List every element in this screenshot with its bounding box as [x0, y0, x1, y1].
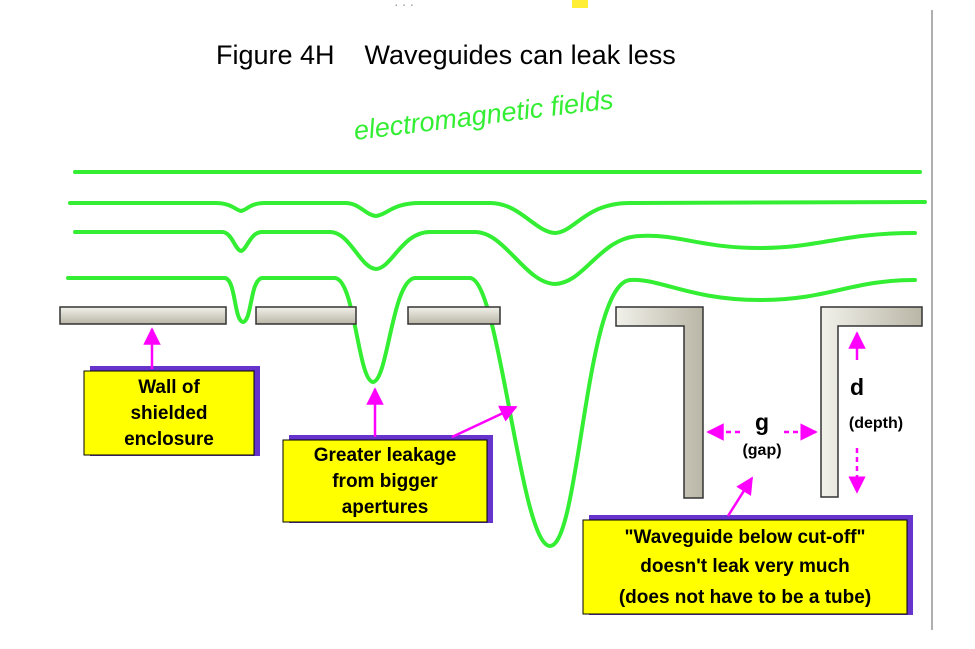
cropped-top-highlight [572, 0, 588, 8]
callout-leakage-line-2: from bigger [332, 471, 438, 492]
callout-waveguide: "Waveguide below cut-off" doesn't leak v… [582, 515, 913, 615]
callout-leakage-line-3: apertures [342, 497, 429, 518]
callout-leakage-box [282, 439, 488, 523]
callout-waveguide-box [582, 519, 908, 615]
field-line-3 [73, 230, 917, 287]
callout-wall-line-1: Wall of [138, 377, 200, 398]
field-lines [66, 170, 927, 549]
arrow-to-waveguide [726, 476, 754, 517]
callout-waveguide-line-1: "Waveguide below cut-off" [624, 527, 865, 548]
arrow-to-big-aperture [451, 405, 518, 439]
callout-wall-box [83, 370, 255, 456]
waveguide-wall-left [615, 306, 704, 499]
fields-label: electromagnetic fields [352, 84, 615, 146]
callout-wall-line-3: enclosure [124, 429, 214, 450]
depth-symbol: d [850, 374, 864, 400]
callout-leakage: Greater leakage from bigger apertures [282, 435, 493, 523]
callout-leakage-line-1: Greater leakage [314, 445, 457, 466]
gap-symbol: g [755, 409, 769, 435]
waveguide-wall-right [820, 306, 923, 498]
callout-wall-line-2: shielded [130, 403, 207, 424]
figure-title: Figure 4H Waveguides can leak less [216, 40, 676, 70]
cropped-top-fragment: . . . [395, 0, 414, 9]
field-line-4 [66, 276, 917, 549]
callout-wall: Wall of shielded enclosure [83, 366, 260, 456]
shield-wall [59, 306, 923, 499]
field-line-2 [68, 200, 927, 236]
gap-label: (gap) [742, 442, 781, 459]
wall-segment-2 [255, 306, 357, 325]
wall-segment-3 [407, 306, 501, 325]
pointer-arrows [143, 327, 866, 517]
callout-waveguide-line-3: (does not have to be a tube) [619, 587, 871, 608]
depth-label: (depth) [849, 415, 903, 432]
callout-waveguide-line-2: doesn't leak very much [640, 556, 849, 577]
wall-segment-1 [59, 306, 227, 325]
